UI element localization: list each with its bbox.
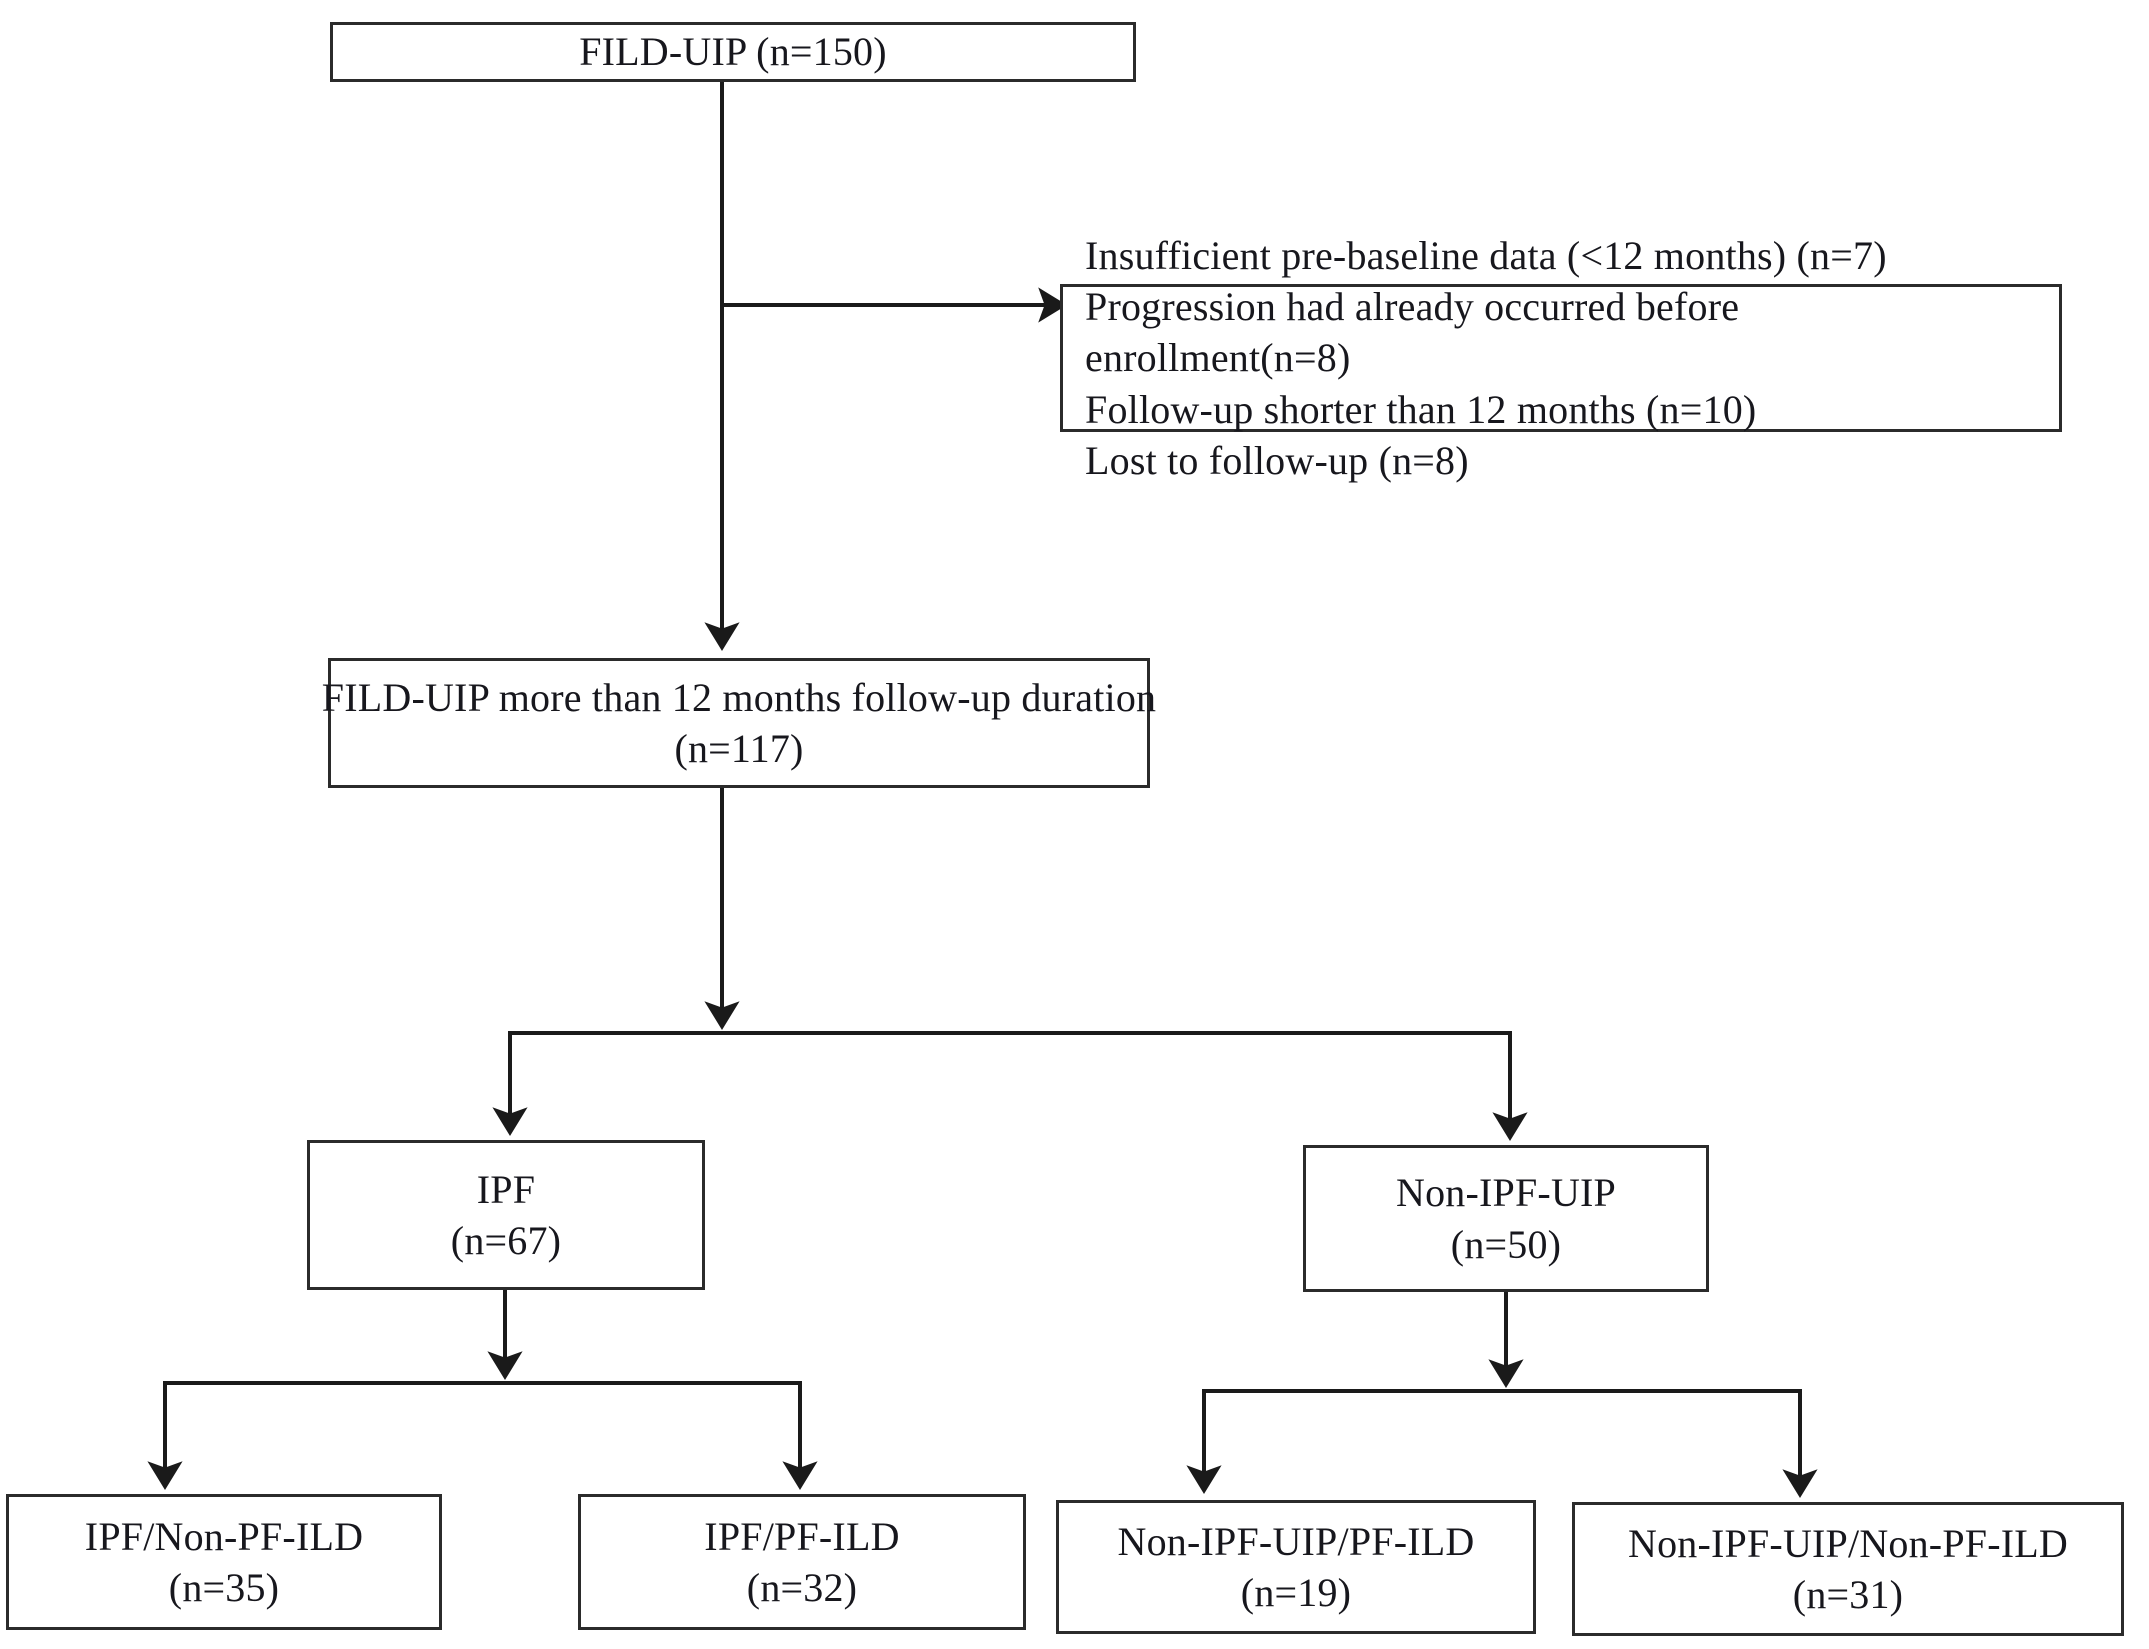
node-ipf-pf-ild: IPF/PF-ILD (n=32) — [578, 1494, 1026, 1630]
node-non-ipf-uip-line-2: (n=50) — [1450, 1221, 1562, 1267]
node-cohort-total-line-1: FILD-UIP (n=150) — [579, 29, 887, 75]
edge-non-ipf-uip-split — [1186, 1292, 1818, 1499]
edge-ipf-split — [147, 1290, 818, 1491]
node-ipf-non-pf-ild-line-2: (n=35) — [168, 1565, 280, 1610]
node-ipf: IPF (n=67) — [307, 1140, 705, 1290]
node-non-ipf-uip-pf-ild: Non-IPF-UIP/PF-ILD (n=19) — [1056, 1500, 1536, 1634]
node-non-ipf-uip-pf-ild-line-1: Non-IPF-UIP/PF-ILD — [1117, 1518, 1475, 1564]
node-non-ipf-uip-non-pf-ild-line-2: (n=31) — [1792, 1572, 1904, 1617]
node-exclusions-line-1: Insufficient pre-baseline data (<12 mont… — [1085, 233, 1887, 279]
node-cohort-followed-line-2: (n=117) — [674, 726, 804, 771]
node-non-ipf-uip-non-pf-ild: Non-IPF-UIP/Non-PF-ILD (n=31) — [1572, 1502, 2124, 1636]
node-cohort-total: FILD-UIP (n=150) — [330, 22, 1136, 82]
node-ipf-pf-ild-line-1: IPF/PF-ILD — [704, 1513, 900, 1559]
node-non-ipf-uip-line-1: Non-IPF-UIP — [1396, 1170, 1616, 1216]
node-exclusions-line-4: Follow-up shorter than 12 months (n=10) — [1085, 386, 1757, 432]
node-cohort-followed: FILD-UIP more than 12 months follow-up d… — [322, 658, 1156, 788]
node-ipf-non-pf-ild: IPF/Non-PF-ILD (n=35) — [6, 1494, 442, 1630]
node-exclusions-line-2: Progression had already occurred before — [1085, 284, 1740, 330]
node-non-ipf-uip-non-pf-ild-line-1: Non-IPF-UIP/Non-PF-ILD — [1628, 1520, 2068, 1566]
node-non-ipf-uip: Non-IPF-UIP (n=50) — [1303, 1145, 1709, 1292]
node-exclusions: Insufficient pre-baseline data (<12 mont… — [1060, 233, 2062, 483]
node-ipf-line-2: (n=67) — [450, 1218, 562, 1263]
node-cohort-followed-line-1: FILD-UIP more than 12 months follow-up d… — [321, 674, 1157, 720]
node-ipf-non-pf-ild-line-1: IPF/Non-PF-ILD — [84, 1513, 364, 1559]
edge-followed-split — [492, 788, 1528, 1142]
node-ipf-line-1: IPF — [476, 1166, 536, 1212]
node-ipf-pf-ild-line-2: (n=32) — [746, 1565, 858, 1610]
node-non-ipf-uip-pf-ild-line-2: (n=19) — [1240, 1570, 1352, 1615]
node-exclusions-line-3: enrollment(n=8) — [1085, 335, 1351, 381]
node-exclusions-line-5: Lost to follow-up (n=8) — [1085, 437, 1469, 483]
